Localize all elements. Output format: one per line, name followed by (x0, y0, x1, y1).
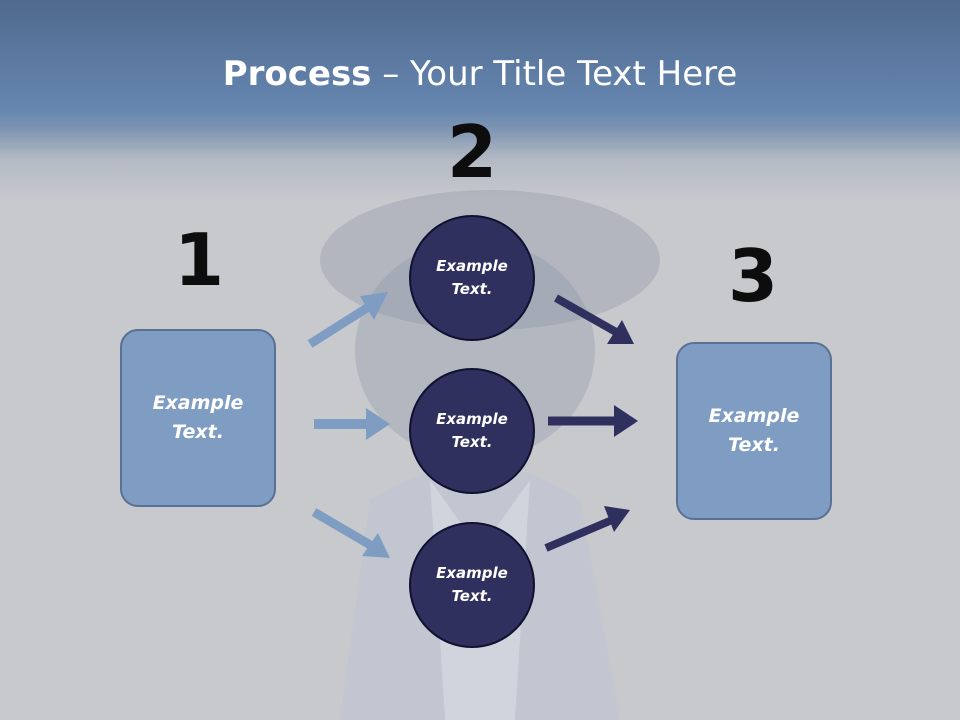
box-step-1: Example Text. (120, 329, 276, 507)
arrow-left-to-middle (314, 408, 390, 440)
box-step-3: Example Text. (676, 342, 832, 520)
circle-middle: Example Text. (409, 368, 535, 494)
step-number-2: 2 (446, 110, 498, 194)
step-number-3: 3 (727, 234, 779, 318)
box-step-3-label: Example Text. (708, 405, 800, 456)
box-step-1-label: Example Text. (152, 392, 244, 443)
circle-top: Example Text. (409, 215, 535, 341)
step-number-1: 1 (173, 218, 225, 302)
title-rest: – Your Title Text Here (371, 54, 738, 94)
title-bold: Process (222, 54, 372, 94)
arrow-left-to-bottom (311, 508, 390, 558)
arrow-left-to-top (307, 292, 388, 348)
slide-title: Process – Your Title Text Here (0, 52, 960, 96)
circle-bottom: Example Text. (409, 522, 535, 648)
title-band (0, 0, 960, 200)
circle-top-label: Example Text. (436, 257, 508, 298)
arrow-top-to-right (554, 294, 634, 344)
arrow-bottom-to-right (544, 506, 630, 552)
circle-middle-label: Example Text. (436, 410, 508, 451)
arrow-middle-to-right (548, 405, 638, 437)
circle-bottom-label: Example Text. (436, 564, 508, 605)
